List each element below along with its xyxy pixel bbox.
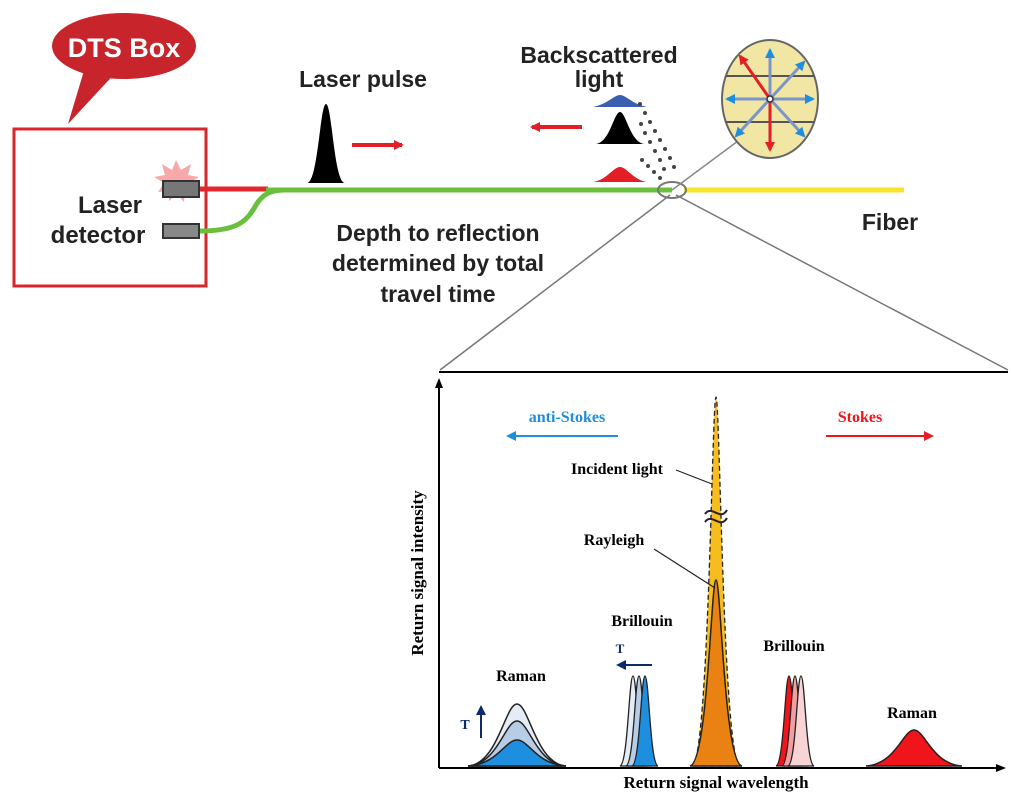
dts-box <box>12 127 208 288</box>
anti-stokes-label: anti-Stokes <box>529 409 605 426</box>
backscatter-blue-peak <box>593 95 647 107</box>
raman-left-peak-low <box>467 739 567 767</box>
brillouin-right-peak-3 <box>787 675 815 767</box>
brillouin-right-label: Brillouin <box>763 638 824 655</box>
detector-sensor <box>162 223 200 239</box>
rayleigh-label: Rayleigh <box>584 532 645 549</box>
laser-source <box>162 180 200 198</box>
raman-left-label: Raman <box>496 668 546 685</box>
laser-label: Laser <box>78 192 142 219</box>
zoom-line-right <box>675 194 1009 371</box>
scatter-point <box>657 181 687 199</box>
incident-light-label: Incident light <box>571 461 664 478</box>
brillouin-t-label: T <box>616 641 625 656</box>
backscatter-black-peak <box>596 112 644 144</box>
backscattered-label-2: light <box>575 66 624 92</box>
raman-right-label: Raman <box>887 705 937 722</box>
zoom-line-left <box>439 194 671 371</box>
detector-label: detector <box>51 222 146 249</box>
backscatter-red-peak <box>593 167 647 182</box>
depth-text-3: travel time <box>380 281 495 307</box>
laser-pulse-label: Laser pulse <box>299 66 427 92</box>
y-axis-label: Return signal intensity <box>408 490 427 656</box>
rayleigh-leader <box>653 548 716 589</box>
dts-box-label: DTS Box <box>68 33 181 63</box>
fiber-cross-section <box>721 39 819 159</box>
rayleigh-peak <box>689 579 743 767</box>
brillouin-left-peak-3 <box>631 675 659 767</box>
raman-t-label: T <box>460 718 470 733</box>
dts-box-callout: DTS Box <box>52 13 196 124</box>
stokes-label: Stokes <box>838 409 882 426</box>
return-fiber <box>199 187 285 234</box>
scatter-dots <box>638 102 676 180</box>
raman-right-peak <box>865 729 963 767</box>
brillouin-left-label: Brillouin <box>611 613 672 630</box>
incident-leader <box>675 469 713 485</box>
depth-text-2: determined by total <box>332 250 544 276</box>
axis-break-icon <box>704 509 728 516</box>
depth-text-1: Depth to reflection <box>336 220 539 246</box>
spectrum-panel: Return signal intensity Return signal wa… <box>408 371 1008 792</box>
x-axis-label: Return signal wavelength <box>623 773 809 792</box>
laser-pulse-shape <box>307 104 345 183</box>
fiber-label: Fiber <box>862 209 918 235</box>
zoom-line-upper <box>671 137 743 191</box>
backscattered-label: Backscattered <box>520 42 677 68</box>
